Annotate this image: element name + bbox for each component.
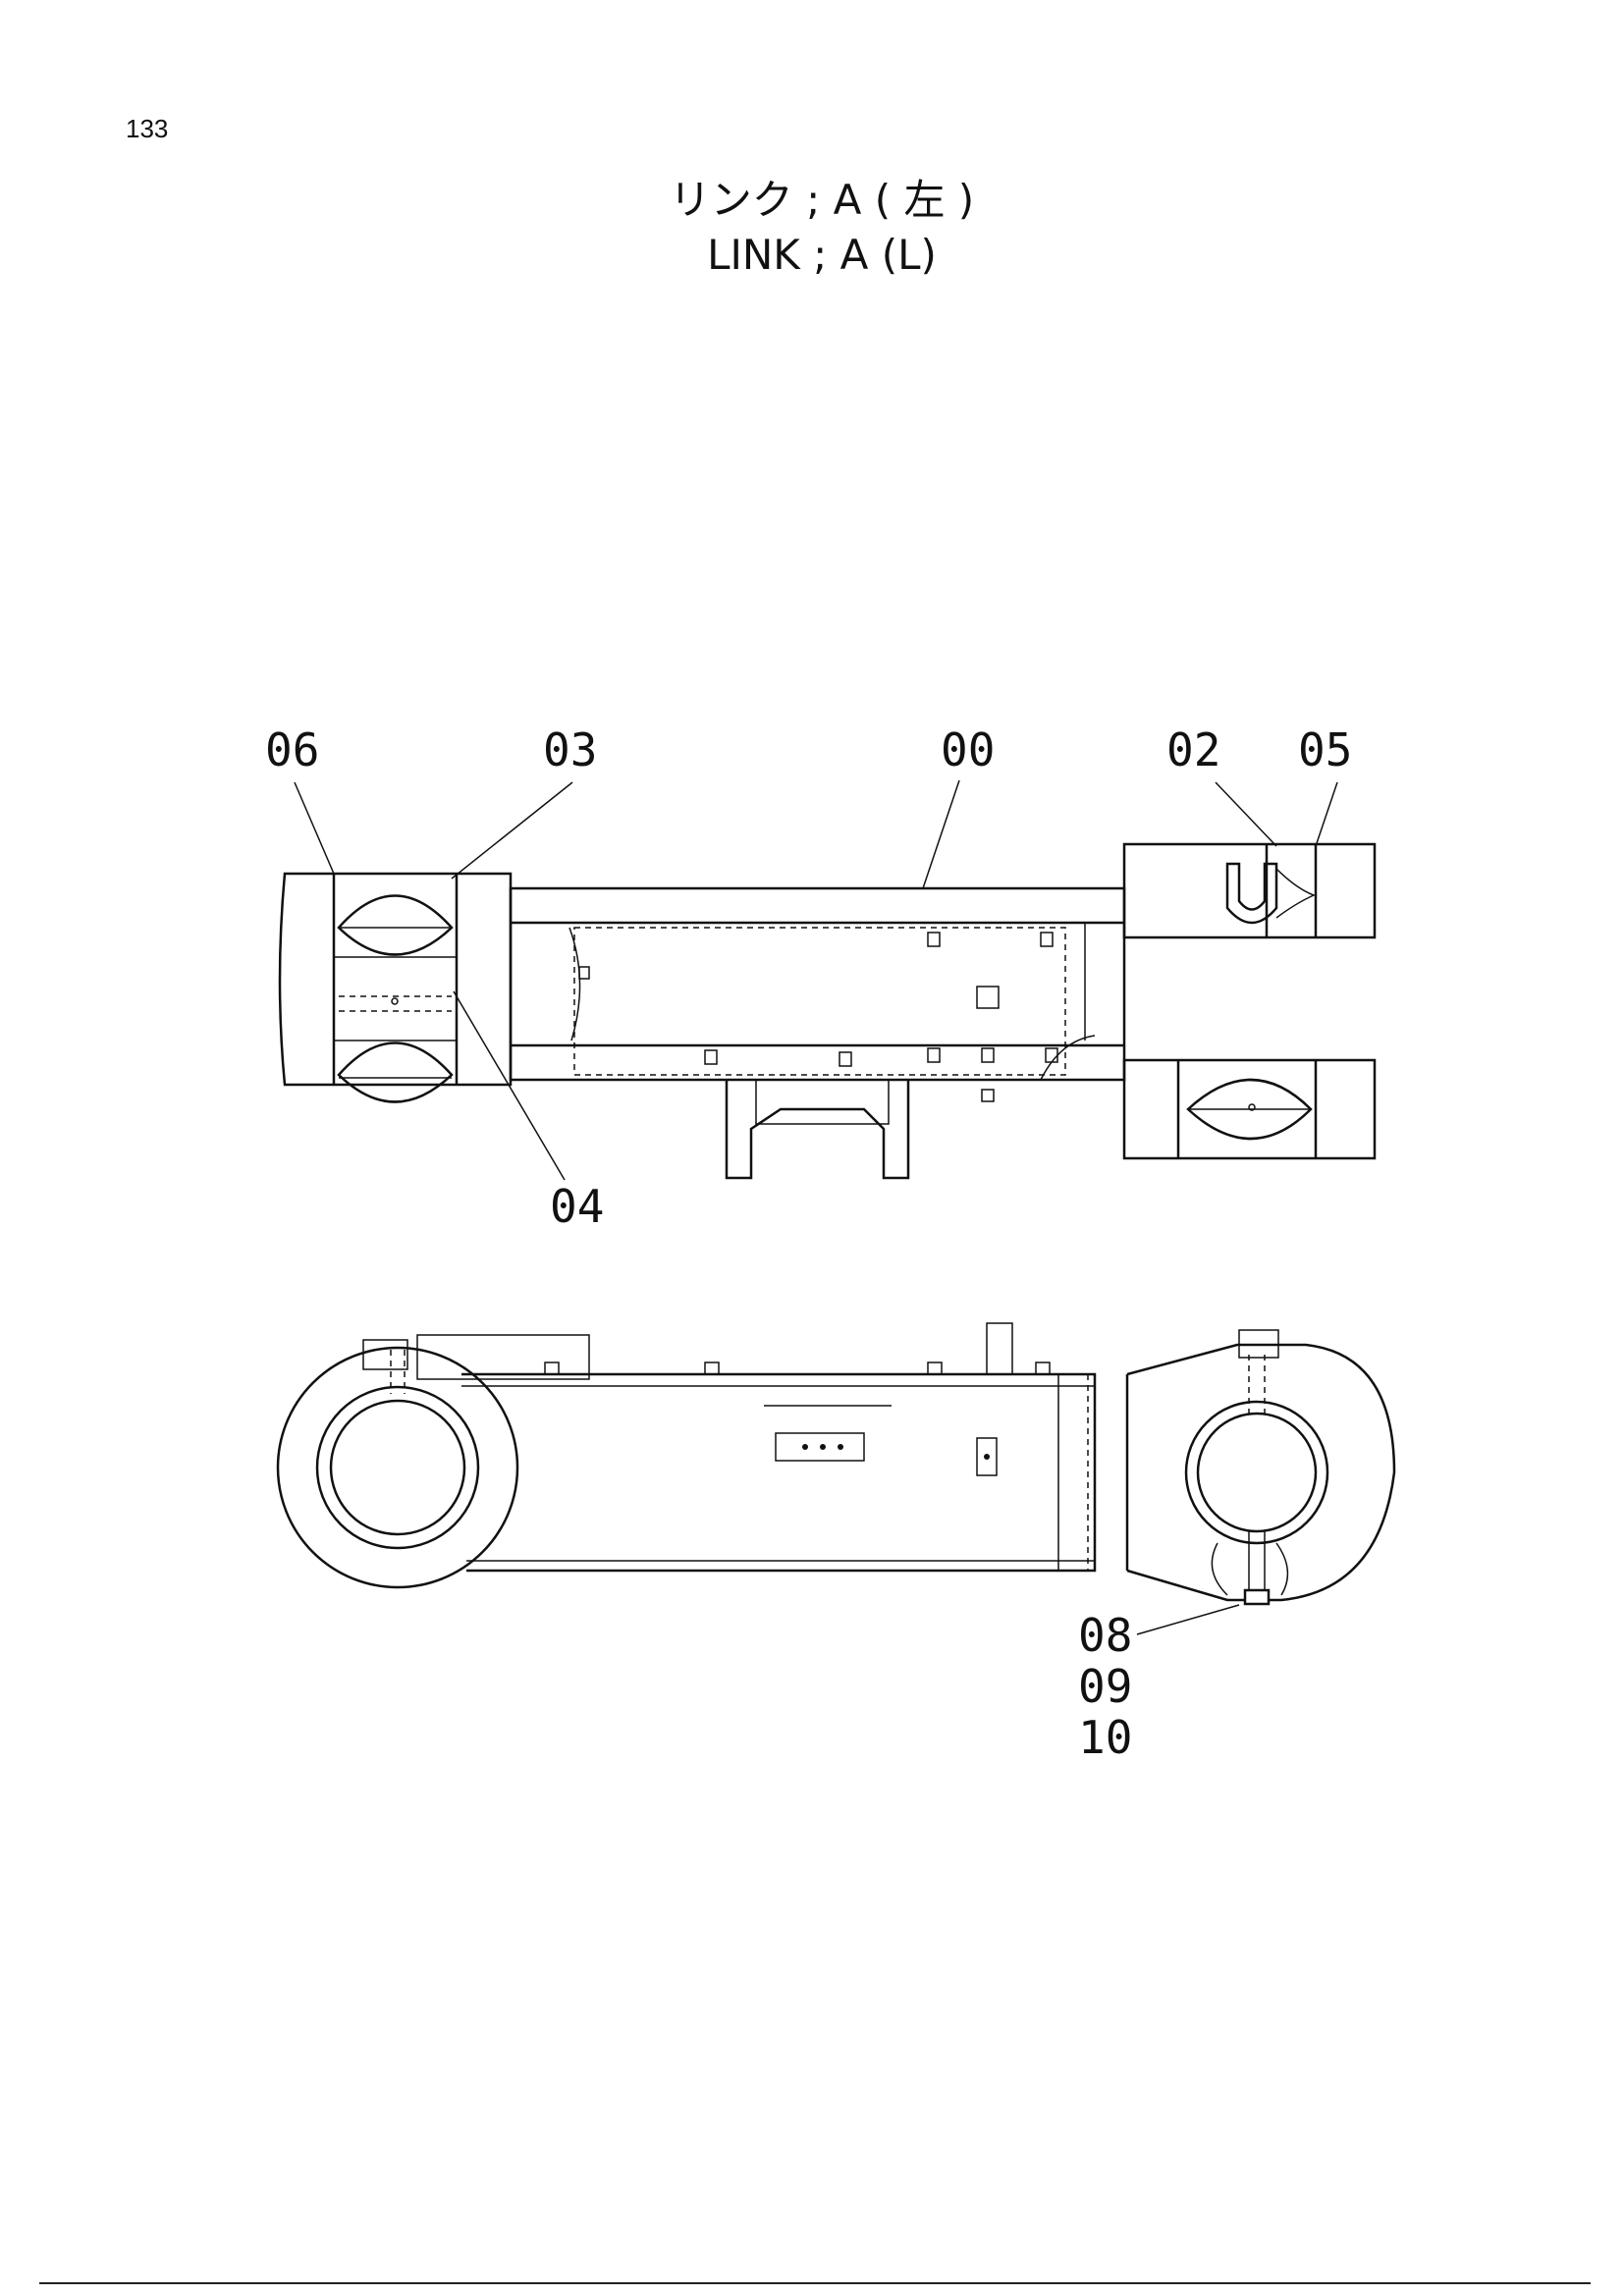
side-view xyxy=(276,1322,1396,1606)
callout-00: 00 xyxy=(941,723,995,776)
callout-05: 05 xyxy=(1298,723,1352,776)
callouts: 06 03 00 02 05 04 08 09 10 xyxy=(265,723,1352,1764)
callout-02: 02 xyxy=(1166,723,1220,776)
page-number: 133 xyxy=(126,114,169,143)
title-english: LINK ; A (L) xyxy=(707,231,937,279)
top-view xyxy=(278,842,1377,1180)
callout-03: 03 xyxy=(543,723,597,776)
callout-10: 10 xyxy=(1078,1711,1132,1764)
callout-06: 06 xyxy=(265,723,319,776)
callout-09: 09 xyxy=(1078,1660,1132,1713)
title-japanese: リンク ; A ( 左 ) xyxy=(669,176,975,224)
callout-08: 08 xyxy=(1078,1609,1132,1662)
leader-lines xyxy=(294,779,1338,1635)
footer-rule xyxy=(39,2282,1591,2284)
callout-04: 04 xyxy=(550,1180,604,1233)
